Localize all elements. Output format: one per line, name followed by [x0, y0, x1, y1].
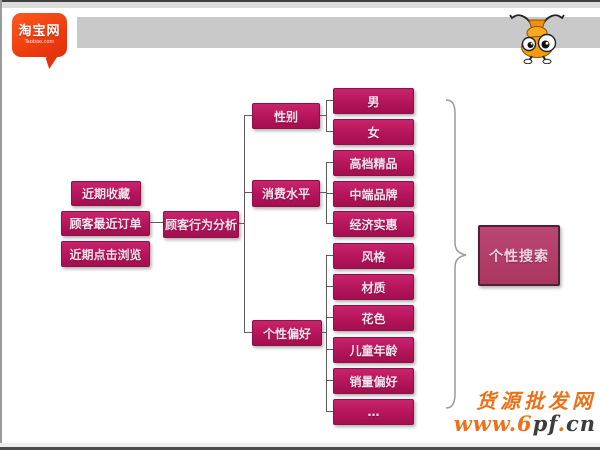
node-branch-consumption: 消费水平 [252, 180, 320, 207]
taobao-logo-text: 淘宝网 [18, 24, 61, 39]
node-branch-gender: 性别 [252, 103, 320, 129]
watermark-url-segment: . [557, 411, 566, 436]
wire-stub-more [326, 411, 333, 412]
node-leaf-female: 女 [333, 119, 414, 145]
wire-trunk-gender [326, 100, 327, 132]
node-branch-preference: 个性偏好 [252, 320, 322, 346]
wire-orders-to-root [148, 222, 163, 223]
node-leaf-highend: 高档精品 [333, 150, 414, 176]
wire-stub-preference [244, 332, 252, 333]
wire-stub-gender [244, 115, 252, 116]
wire-stub-consumption [244, 192, 252, 193]
frame-top-strip [0, 2, 600, 8]
wire-stub-style [326, 255, 333, 256]
node-recent-favorites: 近期收藏 [71, 181, 141, 206]
watermark-url-segment: www.6 [453, 411, 533, 436]
frame-left-border [0, 0, 2, 450]
wire-gender-out [318, 115, 326, 116]
frame-bottom-border [0, 447, 600, 450]
wire-stub-childage [326, 349, 333, 350]
node-behavior-analysis: 顾客行为分析 [163, 211, 239, 238]
wire-stub-highend [326, 162, 333, 163]
wire-consumption-out [318, 192, 326, 193]
frame-top-border [0, 0, 600, 2]
watermark-site-name: 货源批发网 [476, 389, 596, 413]
node-leaf-style: 风格 [333, 243, 414, 269]
node-leaf-male: 男 [333, 88, 414, 114]
wire-preference-out [318, 332, 326, 333]
brace-bracket [445, 99, 467, 409]
wire-stub-economy [326, 223, 333, 224]
node-recent-orders: 顾客最近订单 [61, 211, 150, 236]
node-leaf-sales-pref: 销量偏好 [333, 368, 414, 394]
wire-stub-midrange [326, 193, 333, 194]
node-leaf-material: 材质 [333, 274, 414, 300]
node-leaf-child-age: 儿童年龄 [333, 337, 414, 363]
wire-root-out [237, 223, 244, 224]
node-leaf-pattern: 花色 [333, 305, 414, 331]
node-leaf-more: … [333, 399, 414, 425]
frame-bottom-strip [0, 443, 600, 447]
node-leaf-economy: 经济实惠 [333, 211, 414, 237]
wire-stub-male [326, 100, 333, 101]
wire-stub-sales [326, 380, 333, 381]
ant-mascot-icon [509, 14, 565, 64]
taobao-logo: 淘宝网 Taobao.com [12, 13, 67, 57]
taobao-logo-subtext: Taobao.com [24, 39, 55, 45]
node-personal-search: 个性搜索 [478, 225, 560, 286]
header-bar [77, 17, 600, 48]
wire-stub-female [326, 131, 333, 132]
watermark-url-segment: cn [565, 411, 596, 436]
wire-stub-pattern [326, 317, 333, 318]
watermark-url: www.6pf.cn [454, 411, 596, 436]
watermark-url-segment: pf [532, 411, 558, 436]
wire-trunk-main [244, 115, 245, 332]
wire-trunk-preference [326, 255, 327, 412]
node-leaf-midrange: 中端品牌 [333, 181, 414, 207]
node-recent-clicks: 近期点击浏览 [61, 241, 150, 267]
wire-stub-material [326, 286, 333, 287]
